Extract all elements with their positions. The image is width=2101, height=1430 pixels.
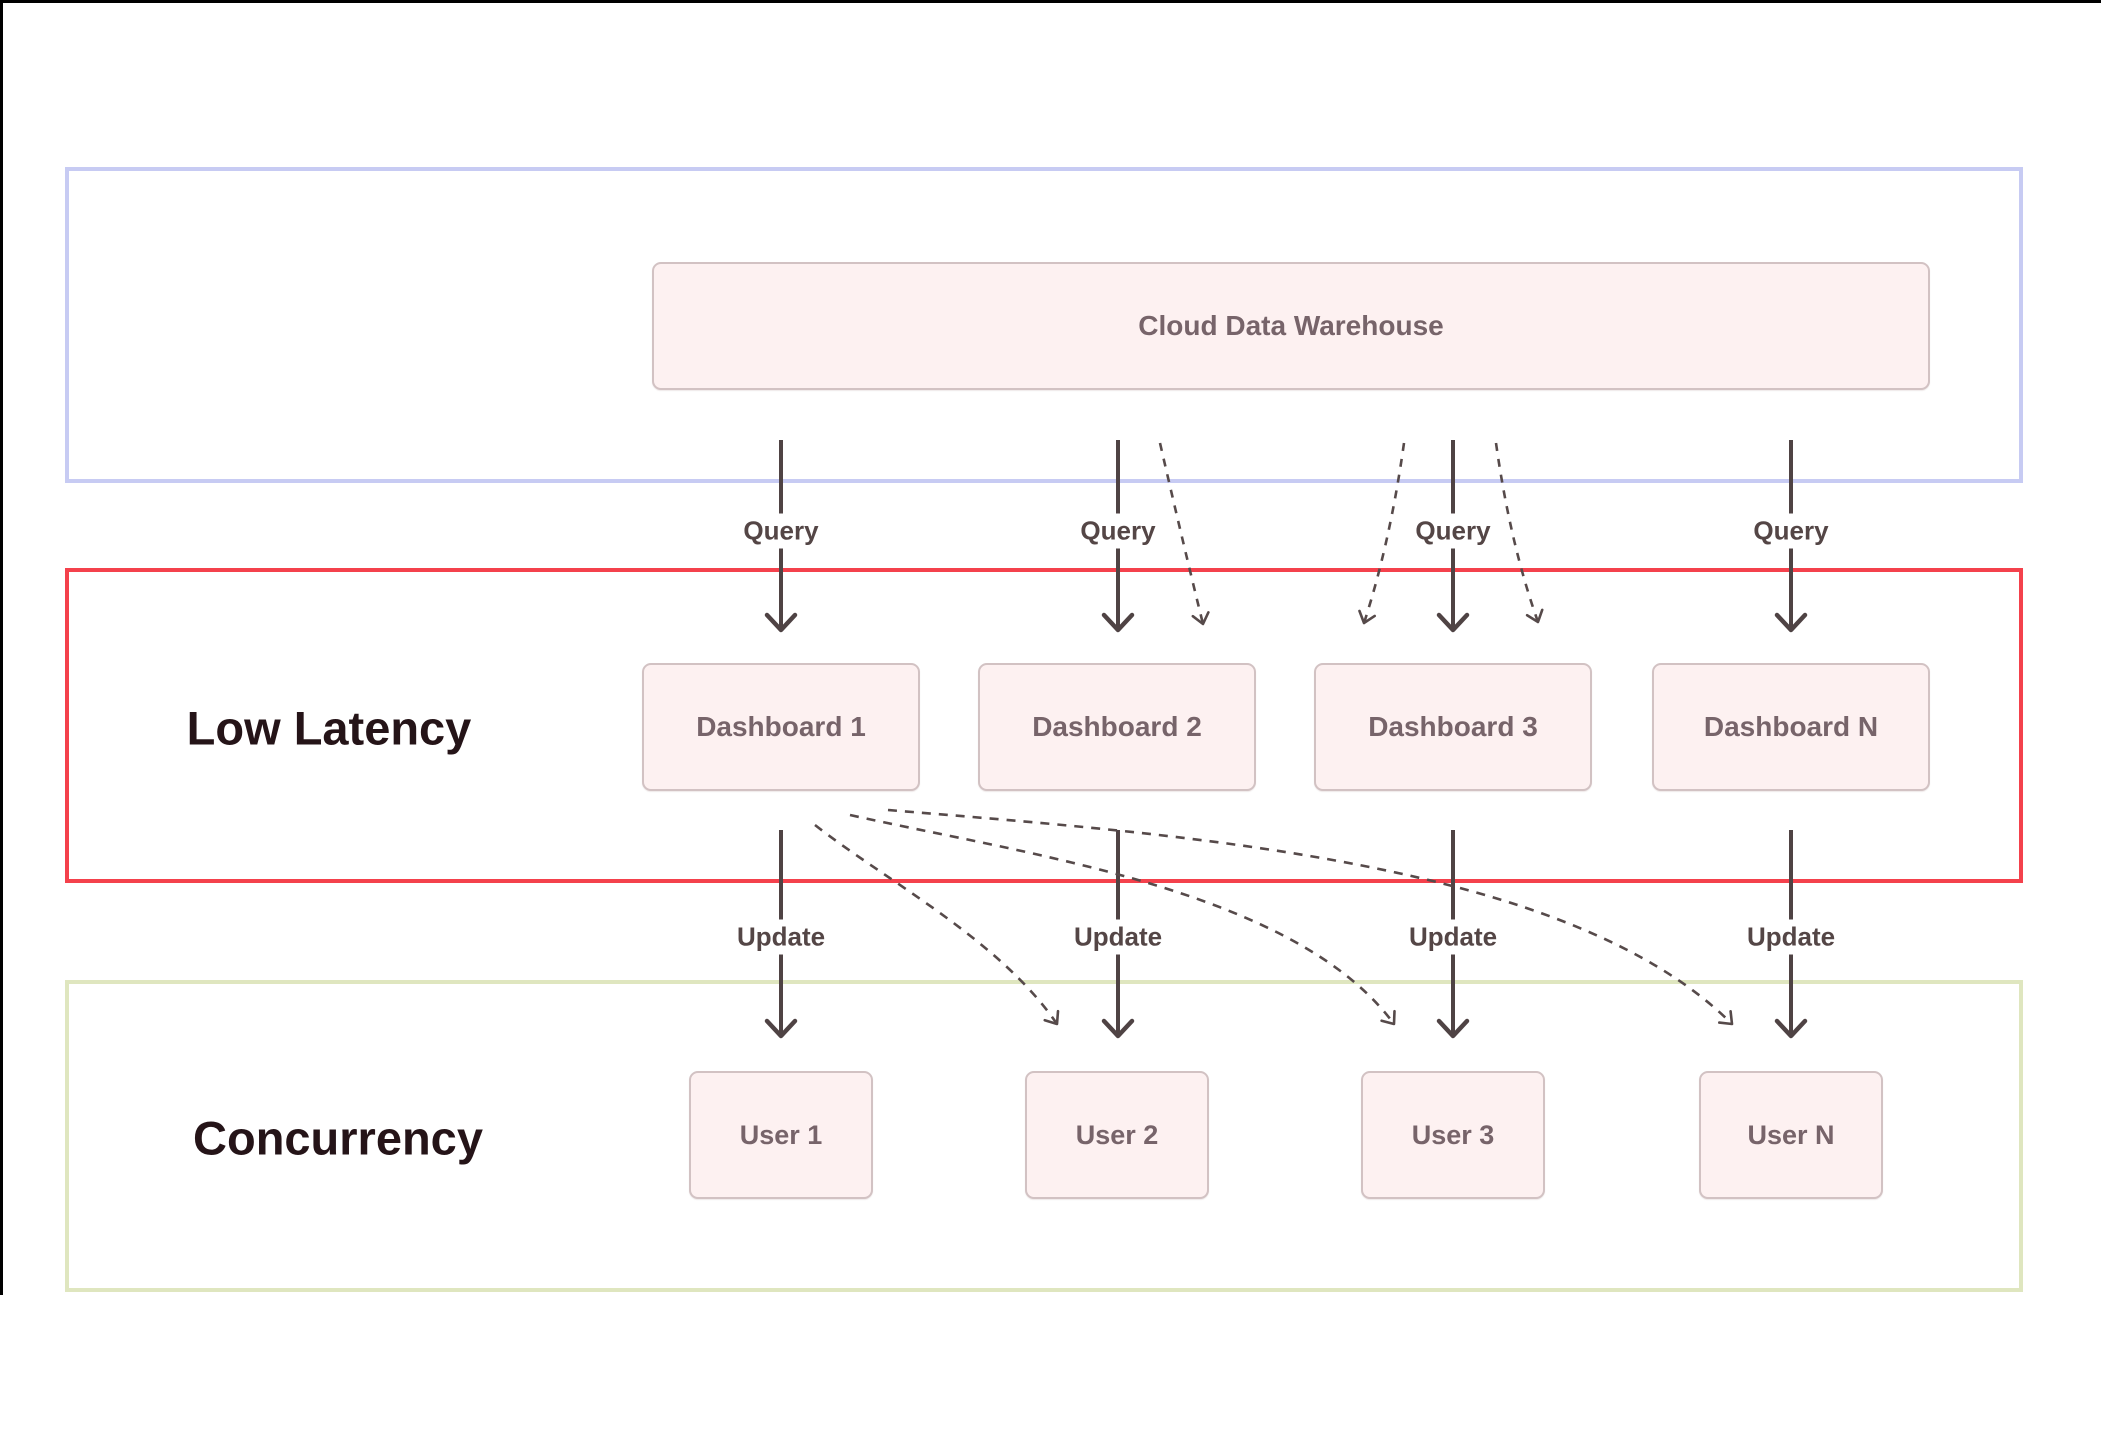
- dashboard-n-node: Dashboard N: [1652, 663, 1930, 791]
- user-1-label: User 1: [739, 1119, 823, 1150]
- user-n-label: User N: [1747, 1119, 1835, 1150]
- query-dashed-arrow-dashboard2: [1158, 442, 1210, 626]
- query-label-n: Query: [1744, 513, 1838, 549]
- dashboard-1-node: Dashboard 1: [642, 663, 920, 791]
- update-label-1: Update: [727, 919, 835, 955]
- frame-border-left: [0, 0, 3, 1295]
- concurrency-heading: Concurrency: [193, 1111, 483, 1165]
- low-latency-tier-box: [65, 568, 2023, 883]
- user-3-label: User 3: [1411, 1119, 1495, 1150]
- dashboard-2-node: Dashboard 2: [978, 663, 1256, 791]
- cloud-data-warehouse-node: Cloud Data Warehouse: [652, 262, 1930, 390]
- user-1-node: User 1: [689, 1071, 873, 1199]
- update-dashed-curve-usern: [887, 808, 1734, 1026]
- concurrency-tier-box: [65, 980, 2023, 1292]
- dashboard-2-label: Dashboard 2: [1032, 711, 1202, 742]
- dashboard-3-label: Dashboard 3: [1368, 711, 1538, 742]
- dashboard-3-node: Dashboard 3: [1314, 663, 1592, 791]
- user-2-label: User 2: [1075, 1119, 1159, 1150]
- query-dashed-arrow-dashboard3-right: [1494, 442, 1544, 624]
- dashboard-1-label: Dashboard 1: [696, 711, 866, 742]
- update-dashed-curve-user2: [814, 823, 1060, 1026]
- cloud-data-warehouse-label: Cloud Data Warehouse: [1138, 310, 1444, 341]
- update-label-n: Update: [1737, 919, 1845, 955]
- low-latency-heading: Low Latency: [186, 701, 472, 755]
- user-n-node: User N: [1699, 1071, 1883, 1199]
- user-2-node: User 2: [1025, 1071, 1209, 1199]
- query-label-1: Query: [734, 513, 828, 549]
- dashboard-n-label: Dashboard N: [1703, 711, 1879, 742]
- user-3-node: User 3: [1361, 1071, 1545, 1199]
- query-dashed-arrow-dashboard3-left: [1358, 442, 1406, 625]
- update-dashed-curve-user3: [849, 813, 1396, 1026]
- update-label-3: Update: [1399, 919, 1507, 955]
- update-label-2: Update: [1064, 919, 1172, 955]
- warehouse-tier-box: [65, 167, 2023, 483]
- query-label-2: Query: [1071, 513, 1165, 549]
- query-label-3: Query: [1406, 513, 1500, 549]
- frame-border-top: [0, 0, 2101, 3]
